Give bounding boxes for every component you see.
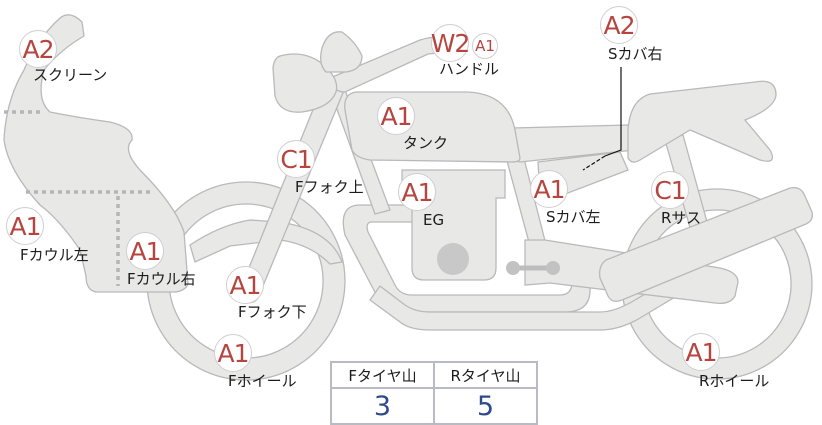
front-cowl-shape xyxy=(3,14,189,293)
tail-cowl-shape xyxy=(627,80,777,163)
grade-badge-f-fork-lower[interactable]: A1 xyxy=(226,266,264,304)
part-label-s-cover-right: Sカバ右 xyxy=(608,45,663,63)
grade-badge-r-wheel[interactable]: A1 xyxy=(682,333,720,371)
front-fender-shape xyxy=(189,219,343,265)
headlight-shape xyxy=(272,53,338,113)
engine-cover-circle xyxy=(437,243,469,275)
part-label-handle: ハンドル xyxy=(439,60,500,78)
part-label-engine: EG xyxy=(423,211,445,229)
part-label-f-fork-lower: Fフォク下 xyxy=(238,303,307,321)
part-label-f-wheel: Fホイール xyxy=(228,372,297,390)
part-label-f-cowl-left: Fカウル左 xyxy=(20,246,89,264)
rear-tire-header: Rタイヤ山 xyxy=(433,361,538,389)
part-label-r-suspension: Rサス xyxy=(661,209,702,227)
grade-badge-f-cowl-left[interactable]: A1 xyxy=(6,207,44,245)
grade-badge-handle-2[interactable]: A1 xyxy=(472,33,498,59)
grade-badge-f-fork-upper[interactable]: C1 xyxy=(277,140,315,178)
part-label-f-fork-upper: Fフォク上 xyxy=(295,178,364,196)
grade-badge-s-cover-right[interactable]: A2 xyxy=(600,6,638,44)
tire-table-header-row: Fタイヤ山 Rタイヤ山 xyxy=(330,361,538,389)
part-label-tank: タンク xyxy=(403,134,449,152)
part-label-r-wheel: Rホイール xyxy=(699,372,770,390)
grade-badge-handle-1[interactable]: W2 xyxy=(431,24,470,62)
muffler-shape xyxy=(598,186,814,302)
rear-tire-value: 5 xyxy=(433,387,538,425)
grade-badge-f-cowl-right[interactable]: A1 xyxy=(126,232,164,270)
grade-badge-tank[interactable]: A1 xyxy=(377,97,415,135)
grade-badge-r-suspension[interactable]: C1 xyxy=(651,171,689,209)
front-tire-value: 3 xyxy=(330,387,435,425)
s-cover-right-leader-dash xyxy=(582,155,606,171)
grade-badge-f-wheel[interactable]: A1 xyxy=(214,334,252,372)
chain-adjuster-end-left xyxy=(506,261,520,275)
grade-badge-engine[interactable]: A1 xyxy=(398,173,436,211)
front-tire-header: Fタイヤ山 xyxy=(330,361,435,389)
meter-shape xyxy=(320,31,363,73)
grade-badge-screen[interactable]: A2 xyxy=(19,30,57,68)
part-label-screen: スクリーン xyxy=(33,66,108,84)
tire-tread-table: Fタイヤ山 Rタイヤ山 3 5 xyxy=(330,361,538,425)
tire-table-value-row: 3 5 xyxy=(330,387,538,425)
s-cover-right-leader-line xyxy=(604,67,622,157)
grade-badge-s-cover-left[interactable]: A1 xyxy=(530,170,568,208)
chain-adjuster-end-right xyxy=(546,261,560,275)
part-label-f-cowl-right: Fカウル右 xyxy=(127,270,196,288)
part-label-s-cover-left: Sカバ左 xyxy=(546,208,601,226)
